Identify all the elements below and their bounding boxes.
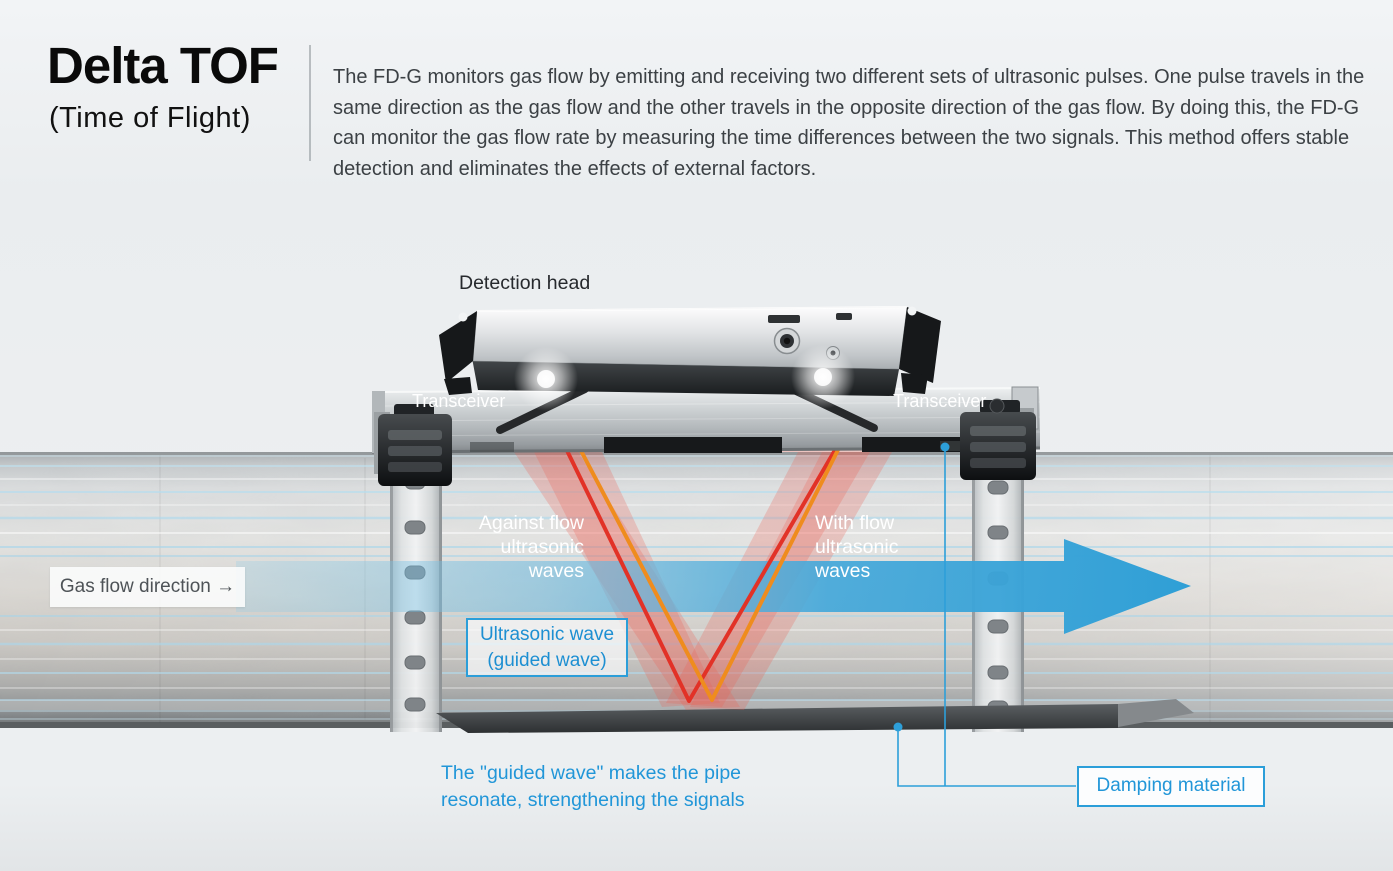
with-flow-label: With flow ultrasonic waves [815, 512, 899, 582]
head-slot-small [836, 313, 852, 320]
detection-head-unit [439, 306, 941, 396]
against-flow-label: Against flow ultrasonic waves [478, 512, 584, 582]
page-title: Delta TOF [47, 37, 279, 94]
transceiver-left-label: Transceiver [412, 391, 506, 411]
damping-callout-lines [893, 442, 1076, 787]
page-subtitle: (Time of Flight) [49, 102, 251, 134]
description-text: The FD-G monitors gas flow by emitting a… [333, 66, 1365, 180]
head-slot [768, 315, 800, 323]
guided-wave-caption: The "guided wave" makes the pipe resonat… [441, 762, 745, 811]
damping-material-callout: Damping material [1077, 766, 1265, 807]
gas-flow-arrow [236, 539, 1191, 634]
strap-buckle-left [374, 404, 452, 486]
damping-material-bar [436, 699, 1194, 733]
strap-buckle-right [960, 398, 1036, 480]
transceiver-right-label: Transceiver [893, 391, 987, 411]
emitter-glow [514, 345, 855, 411]
gas-flow-direction-label: Gas flow direction → [50, 567, 245, 607]
detection-head-label: Detection head [459, 272, 591, 294]
header-divider [309, 45, 311, 161]
ultrasonic-wave-callout: Ultrasonic wave (guided wave) [466, 618, 628, 677]
